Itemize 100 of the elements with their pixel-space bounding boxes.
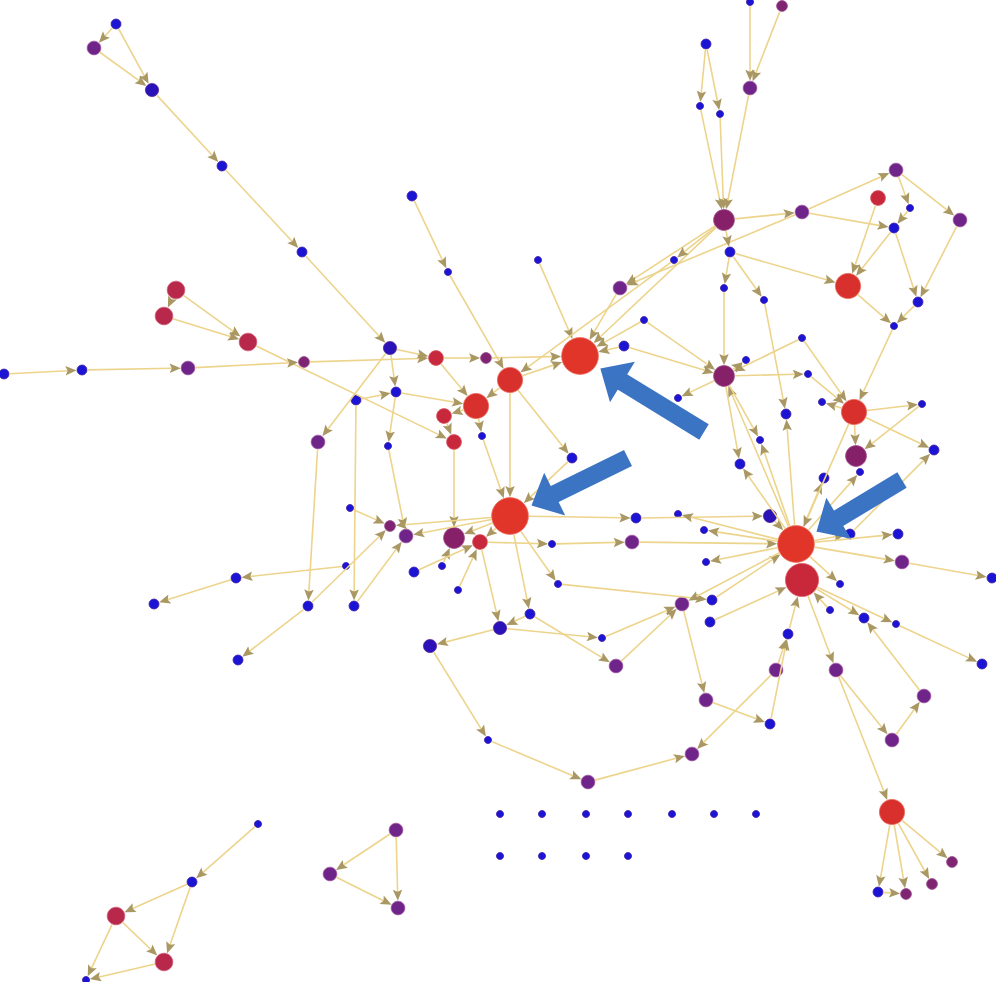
- network-node: [713, 365, 735, 387]
- network-node: [828, 662, 844, 678]
- network-node: [472, 534, 488, 550]
- network-node: [698, 692, 714, 708]
- edge-arrow: [440, 363, 468, 396]
- network-node: [818, 472, 830, 484]
- network-node: [696, 102, 704, 110]
- network-node: [888, 222, 900, 234]
- edge-arrow: [697, 674, 772, 749]
- network-node: [764, 718, 776, 730]
- network-node: [640, 316, 648, 324]
- network-node: [742, 80, 758, 96]
- network-node: [888, 162, 904, 178]
- network-node: [674, 510, 682, 518]
- network-node: [384, 442, 392, 450]
- network-node: [976, 658, 988, 670]
- network-node: [858, 612, 870, 624]
- network-node: [798, 334, 806, 342]
- network-node: [818, 398, 826, 406]
- network-node: [780, 408, 792, 420]
- network-node: [390, 900, 406, 916]
- network-node: [106, 906, 126, 926]
- network-node: [856, 468, 864, 476]
- network-node: [145, 83, 159, 97]
- network-node: [110, 18, 122, 30]
- network-node: [892, 620, 900, 628]
- network-node: [238, 332, 258, 352]
- network-node: [702, 558, 710, 566]
- network-node: [216, 160, 228, 172]
- network-node: [186, 876, 198, 888]
- network-node: [746, 0, 754, 6]
- network-node: [548, 540, 556, 548]
- network-node: [428, 350, 444, 366]
- network-node: [296, 246, 308, 258]
- network-node: [710, 810, 718, 818]
- network-node: [700, 38, 712, 50]
- network-node: [406, 190, 418, 202]
- network-node: [768, 662, 784, 678]
- network-node: [845, 445, 867, 467]
- network-node: [986, 572, 996, 584]
- network-node: [720, 284, 728, 292]
- network-node: [841, 399, 867, 425]
- network-node: [443, 527, 465, 549]
- network-node: [454, 586, 462, 594]
- network-node: [742, 356, 750, 364]
- network-node: [154, 306, 174, 326]
- network-node: [497, 367, 523, 393]
- network-node: [870, 190, 886, 206]
- network-node: [713, 209, 735, 231]
- network-node: [538, 852, 546, 860]
- network-node: [752, 810, 760, 818]
- network-node: [232, 654, 244, 666]
- network-node: [946, 856, 958, 868]
- network-node: [438, 562, 446, 570]
- network-node: [716, 110, 724, 118]
- network-node: [612, 280, 628, 296]
- network-node: [890, 322, 898, 330]
- network-node: [478, 432, 486, 440]
- network-node: [624, 534, 640, 550]
- network-node: [884, 732, 900, 748]
- network-node: [322, 866, 338, 882]
- edge-arrow: [336, 833, 391, 870]
- network-node: [756, 436, 764, 444]
- network-node: [302, 600, 314, 612]
- network-node: [782, 628, 794, 640]
- network-node: [154, 952, 174, 972]
- network-node: [408, 566, 420, 578]
- network-node: [496, 852, 504, 860]
- network-node: [538, 810, 546, 818]
- network-node: [554, 580, 562, 588]
- network-node: [491, 497, 529, 535]
- network-node: [348, 600, 360, 612]
- network-node: [582, 810, 590, 818]
- network-node: [892, 528, 904, 540]
- network-node: [952, 212, 968, 228]
- network-node: [879, 799, 905, 825]
- network-node: [928, 444, 940, 456]
- network-node: [618, 340, 630, 352]
- network-node: [493, 621, 507, 635]
- network-node: [912, 296, 924, 308]
- network-node: [463, 393, 489, 419]
- network-node: [724, 246, 736, 258]
- network-node: [534, 256, 542, 264]
- network-node: [684, 746, 700, 762]
- network-node: [836, 580, 844, 588]
- network-node: [561, 337, 599, 375]
- network-node: [674, 394, 682, 402]
- network-node: [706, 594, 718, 606]
- network-node: [166, 280, 186, 300]
- network-node: [398, 528, 414, 544]
- network-node: [346, 504, 354, 512]
- network-node: [668, 810, 676, 818]
- network-node: [630, 512, 642, 524]
- network-node: [826, 606, 834, 614]
- network-node: [423, 639, 437, 653]
- network-node: [254, 820, 262, 828]
- network-node: [582, 852, 590, 860]
- network-node: [298, 356, 310, 368]
- edge-arrow: [810, 375, 844, 404]
- network-node: [700, 526, 708, 534]
